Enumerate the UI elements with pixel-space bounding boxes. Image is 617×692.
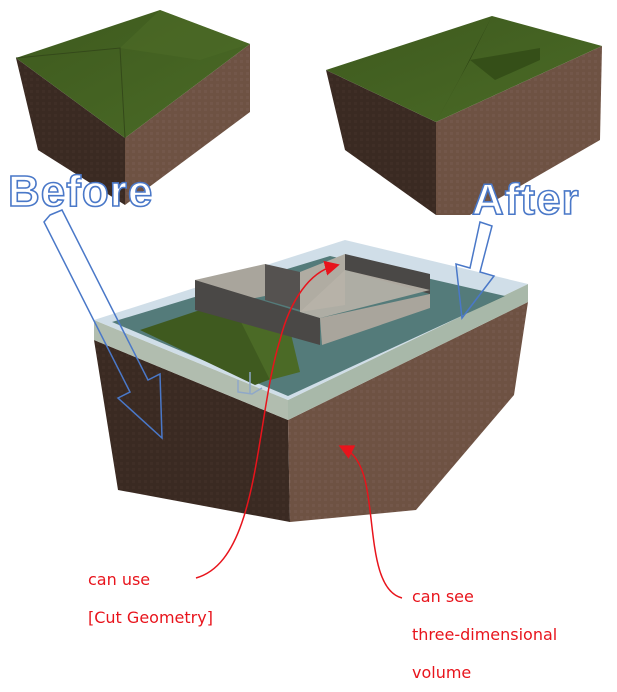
annotation-line: can use xyxy=(88,570,151,589)
cut-geometry-annotation: can use [Cut Geometry] xyxy=(88,561,213,637)
volume-callout-line xyxy=(338,445,403,599)
annotation-line: three-dimensional xyxy=(412,625,558,644)
annotation-line: [Cut Geometry] xyxy=(88,608,213,627)
after-label: After xyxy=(471,175,580,224)
cut-geometry-model xyxy=(94,240,528,522)
cut-geometry-callout-line xyxy=(195,260,340,579)
before-label: Before xyxy=(7,167,154,216)
after-terrain-model xyxy=(326,16,602,215)
transform-gizmo-icon xyxy=(237,372,263,395)
after-arrow-icon xyxy=(455,221,496,320)
annotation-line: volume xyxy=(412,663,472,682)
annotation-line: can see xyxy=(412,587,474,606)
volume-annotation: can see three-dimensional volume xyxy=(412,578,557,692)
before-arrow-icon xyxy=(43,209,163,440)
before-terrain-model xyxy=(15,10,250,205)
